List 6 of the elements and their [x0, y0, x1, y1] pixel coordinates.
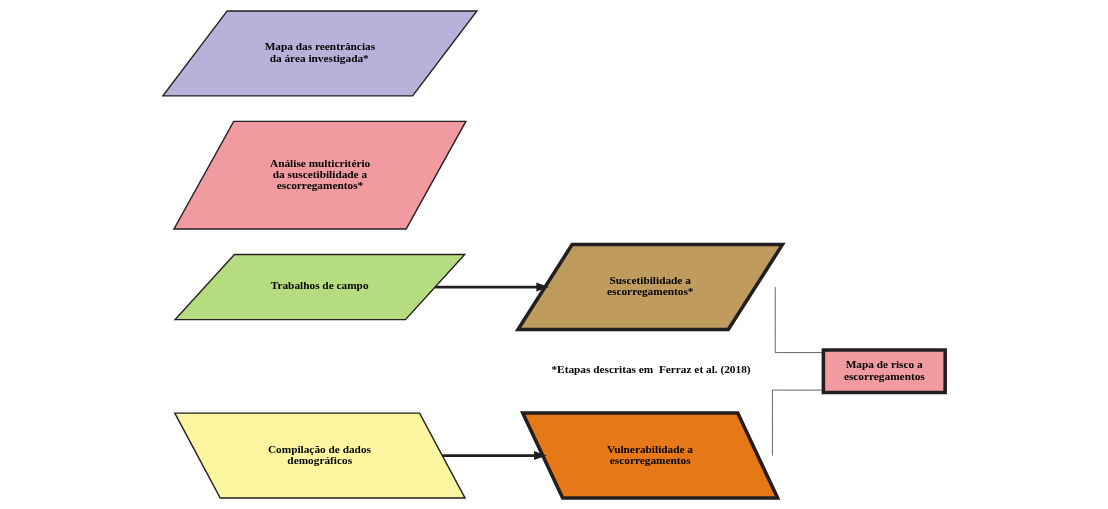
- arrow: [442, 451, 547, 461]
- node-box: Mapa de risco a escorregamentos: [821, 348, 947, 395]
- arrow: [435, 282, 550, 292]
- label: *Etapas descritas em Ferraz et al. (2018): [551, 363, 751, 376]
- connector: [774, 286, 824, 353]
- connector: [772, 389, 824, 456]
